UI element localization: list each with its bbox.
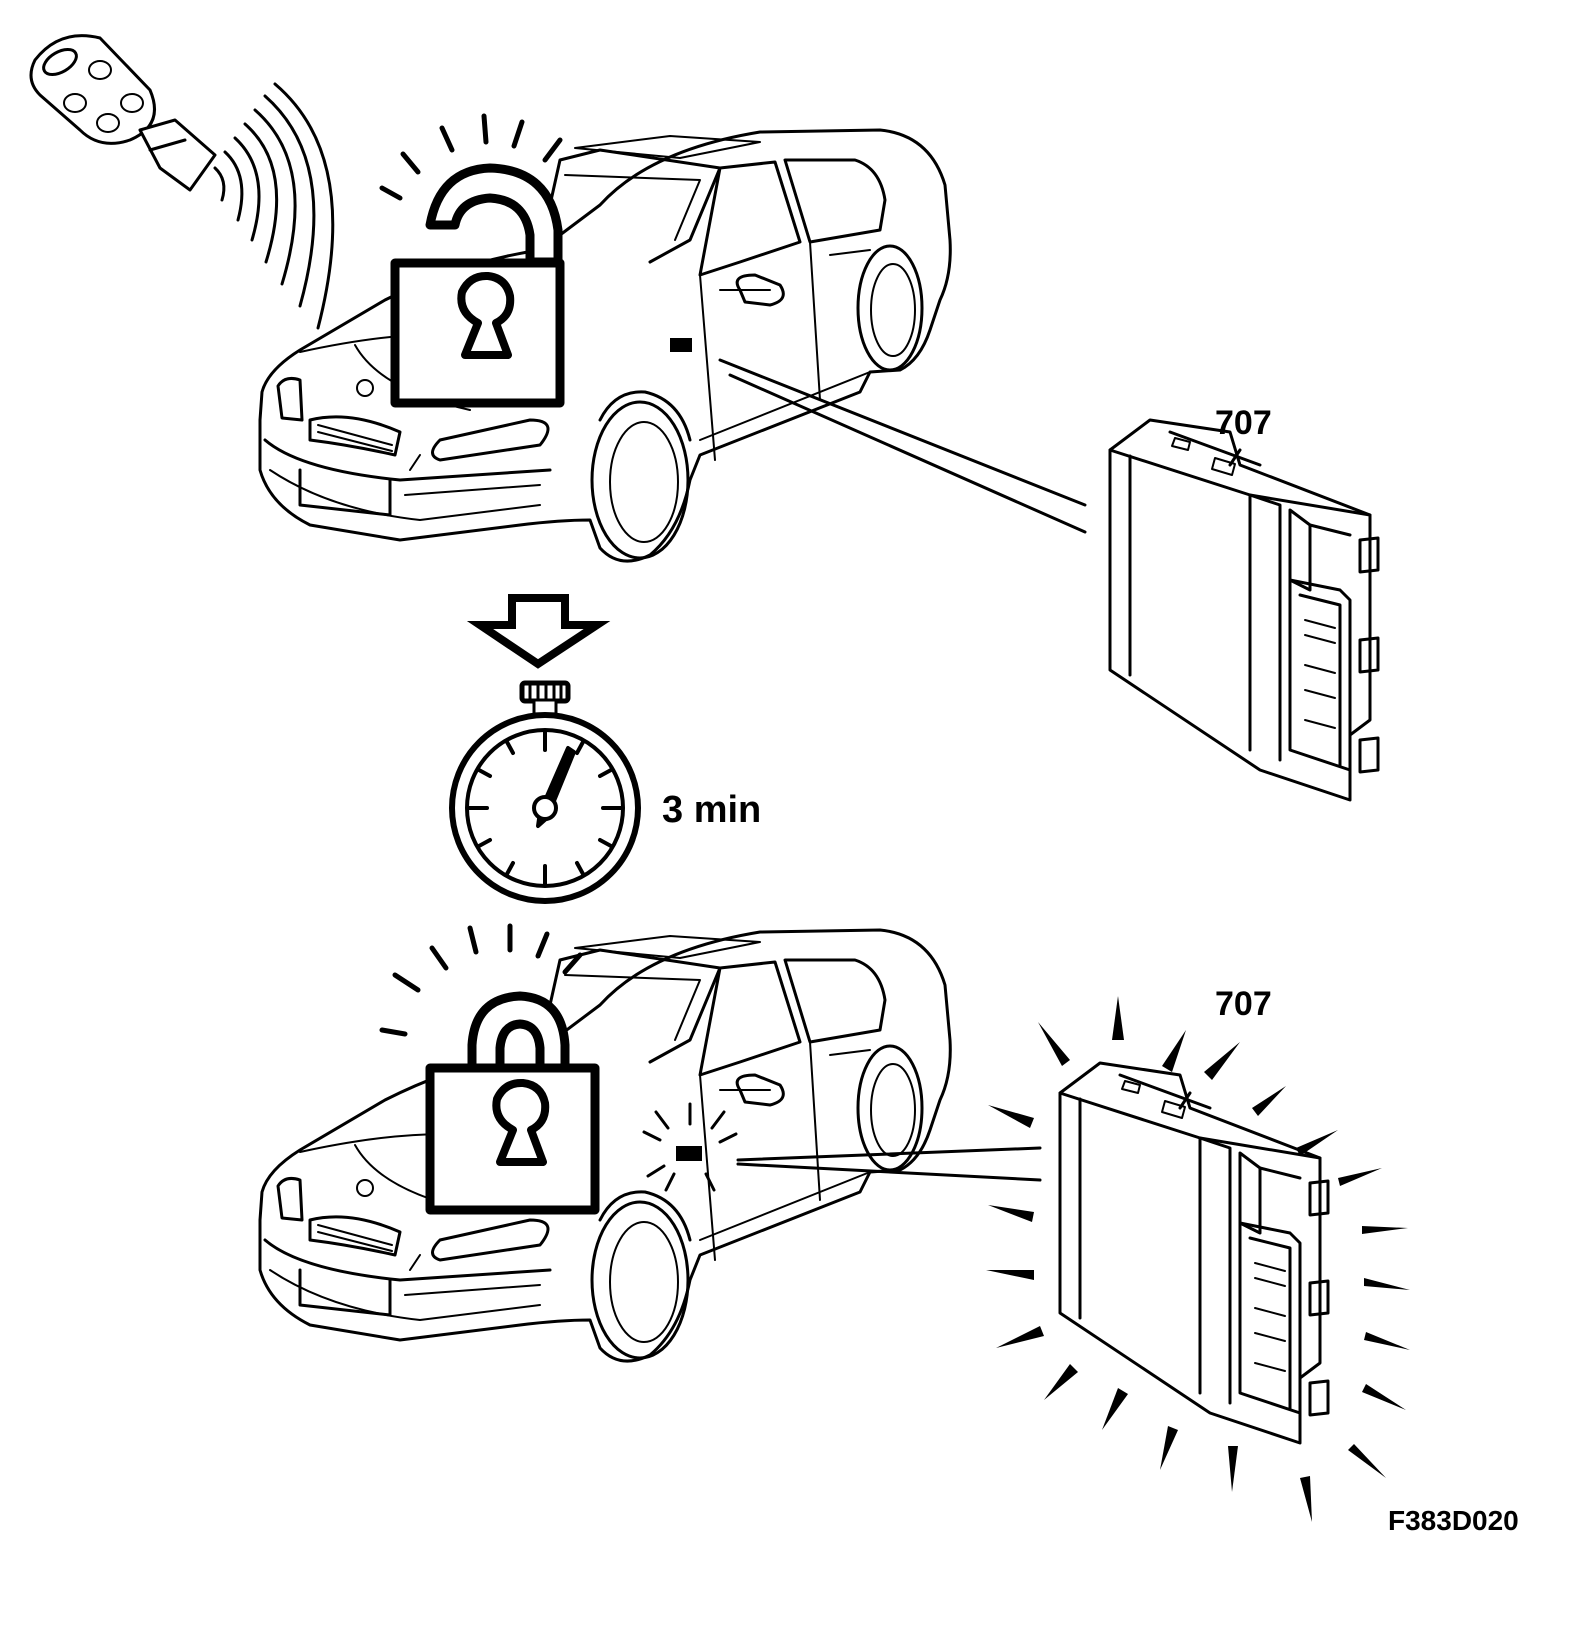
- closed-padlock-icon: [379, 923, 600, 1215]
- car-top: [258, 128, 952, 563]
- car-bottom: [258, 928, 952, 1363]
- stopwatch-icon: [449, 680, 641, 904]
- down-arrow-icon: [466, 594, 611, 669]
- signal-waves-icon: [213, 82, 335, 330]
- figure-code: F383D020: [1388, 1505, 1519, 1536]
- remote-key-icon: [29, 34, 217, 192]
- timer-label: 3 min: [662, 789, 761, 831]
- module-label-bottom: 707: [1215, 985, 1272, 1023]
- open-padlock-icon: [379, 113, 565, 408]
- module-label-top: 707: [1215, 404, 1272, 442]
- door-sensor-flash-icon: [642, 1102, 738, 1192]
- module-flash-rays: [986, 996, 1410, 1522]
- control-module-top: [1108, 418, 1380, 802]
- control-module-bottom: [1058, 1061, 1330, 1445]
- door-sensor-top: [670, 338, 692, 352]
